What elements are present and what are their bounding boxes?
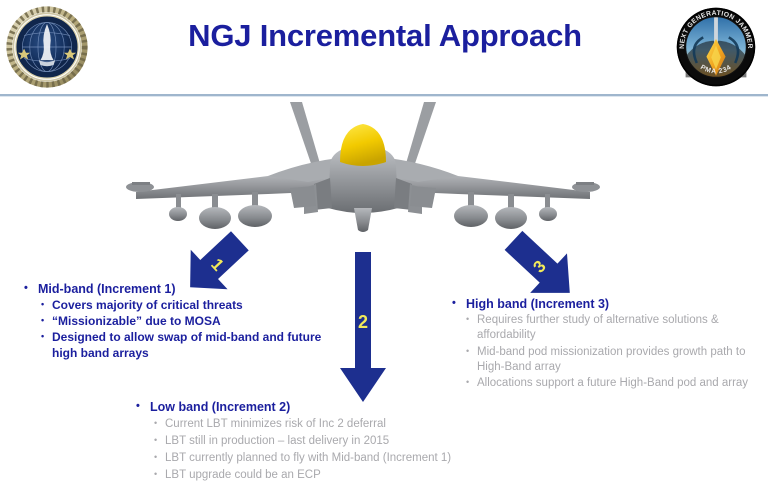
slide-header: NGJ Incremental Approach bbox=[0, 0, 768, 97]
header-divider bbox=[0, 94, 768, 96]
low-band-heading: Low band (Increment 2) bbox=[134, 398, 554, 415]
aircraft-illustration bbox=[126, 102, 600, 232]
mid-band-block: Mid-band (Increment 1) Covers majority o… bbox=[22, 280, 322, 362]
high-band-heading: High band (Increment 3) bbox=[450, 295, 750, 312]
list-item: LBT upgrade could be an ECP bbox=[154, 466, 554, 483]
high-band-list: Requires further study of alternative so… bbox=[450, 312, 750, 391]
patch-bottom-text: PMA 234 bbox=[699, 64, 733, 76]
arrow-2-label: 2 bbox=[358, 312, 368, 332]
low-band-list: Current LBT minimizes risk of Inc 2 defe… bbox=[134, 415, 554, 483]
list-item: Allocations support a future High-Band p… bbox=[466, 375, 750, 391]
header-divider-soft bbox=[0, 96, 768, 97]
navy-department-seal-icon bbox=[6, 6, 88, 88]
arrow-3-icon: 3 bbox=[504, 230, 570, 293]
page-title: NGJ Incremental Approach bbox=[188, 18, 582, 53]
list-item: Current LBT minimizes risk of Inc 2 defe… bbox=[154, 415, 554, 432]
high-band-block: High band (Increment 3) Requires further… bbox=[450, 295, 750, 393]
mid-band-list: Covers majority of critical threats “Mis… bbox=[22, 297, 322, 361]
mid-band-heading: Mid-band (Increment 1) bbox=[22, 280, 322, 297]
list-item: “Missionizable” due to MOSA bbox=[41, 313, 322, 330]
list-item: LBT currently planned to fly with Mid-ba… bbox=[154, 449, 554, 466]
list-item: Mid-band pod missionization provides gro… bbox=[466, 344, 750, 375]
list-item: Requires further study of alternative so… bbox=[466, 312, 750, 343]
list-item: Designed to allow swap of mid-band and f… bbox=[41, 329, 322, 361]
arrow-2-icon: 2 bbox=[340, 252, 386, 402]
low-band-block: Low band (Increment 2) Current LBT minim… bbox=[134, 398, 554, 484]
next-generation-jammer-patch-icon: NEXT GENERATION JAMMER PMA 234 bbox=[676, 7, 756, 87]
list-item: Covers majority of critical threats bbox=[41, 297, 322, 314]
list-item: LBT still in production – last delivery … bbox=[154, 432, 554, 449]
arrow-1-icon: 1 bbox=[190, 231, 249, 290]
